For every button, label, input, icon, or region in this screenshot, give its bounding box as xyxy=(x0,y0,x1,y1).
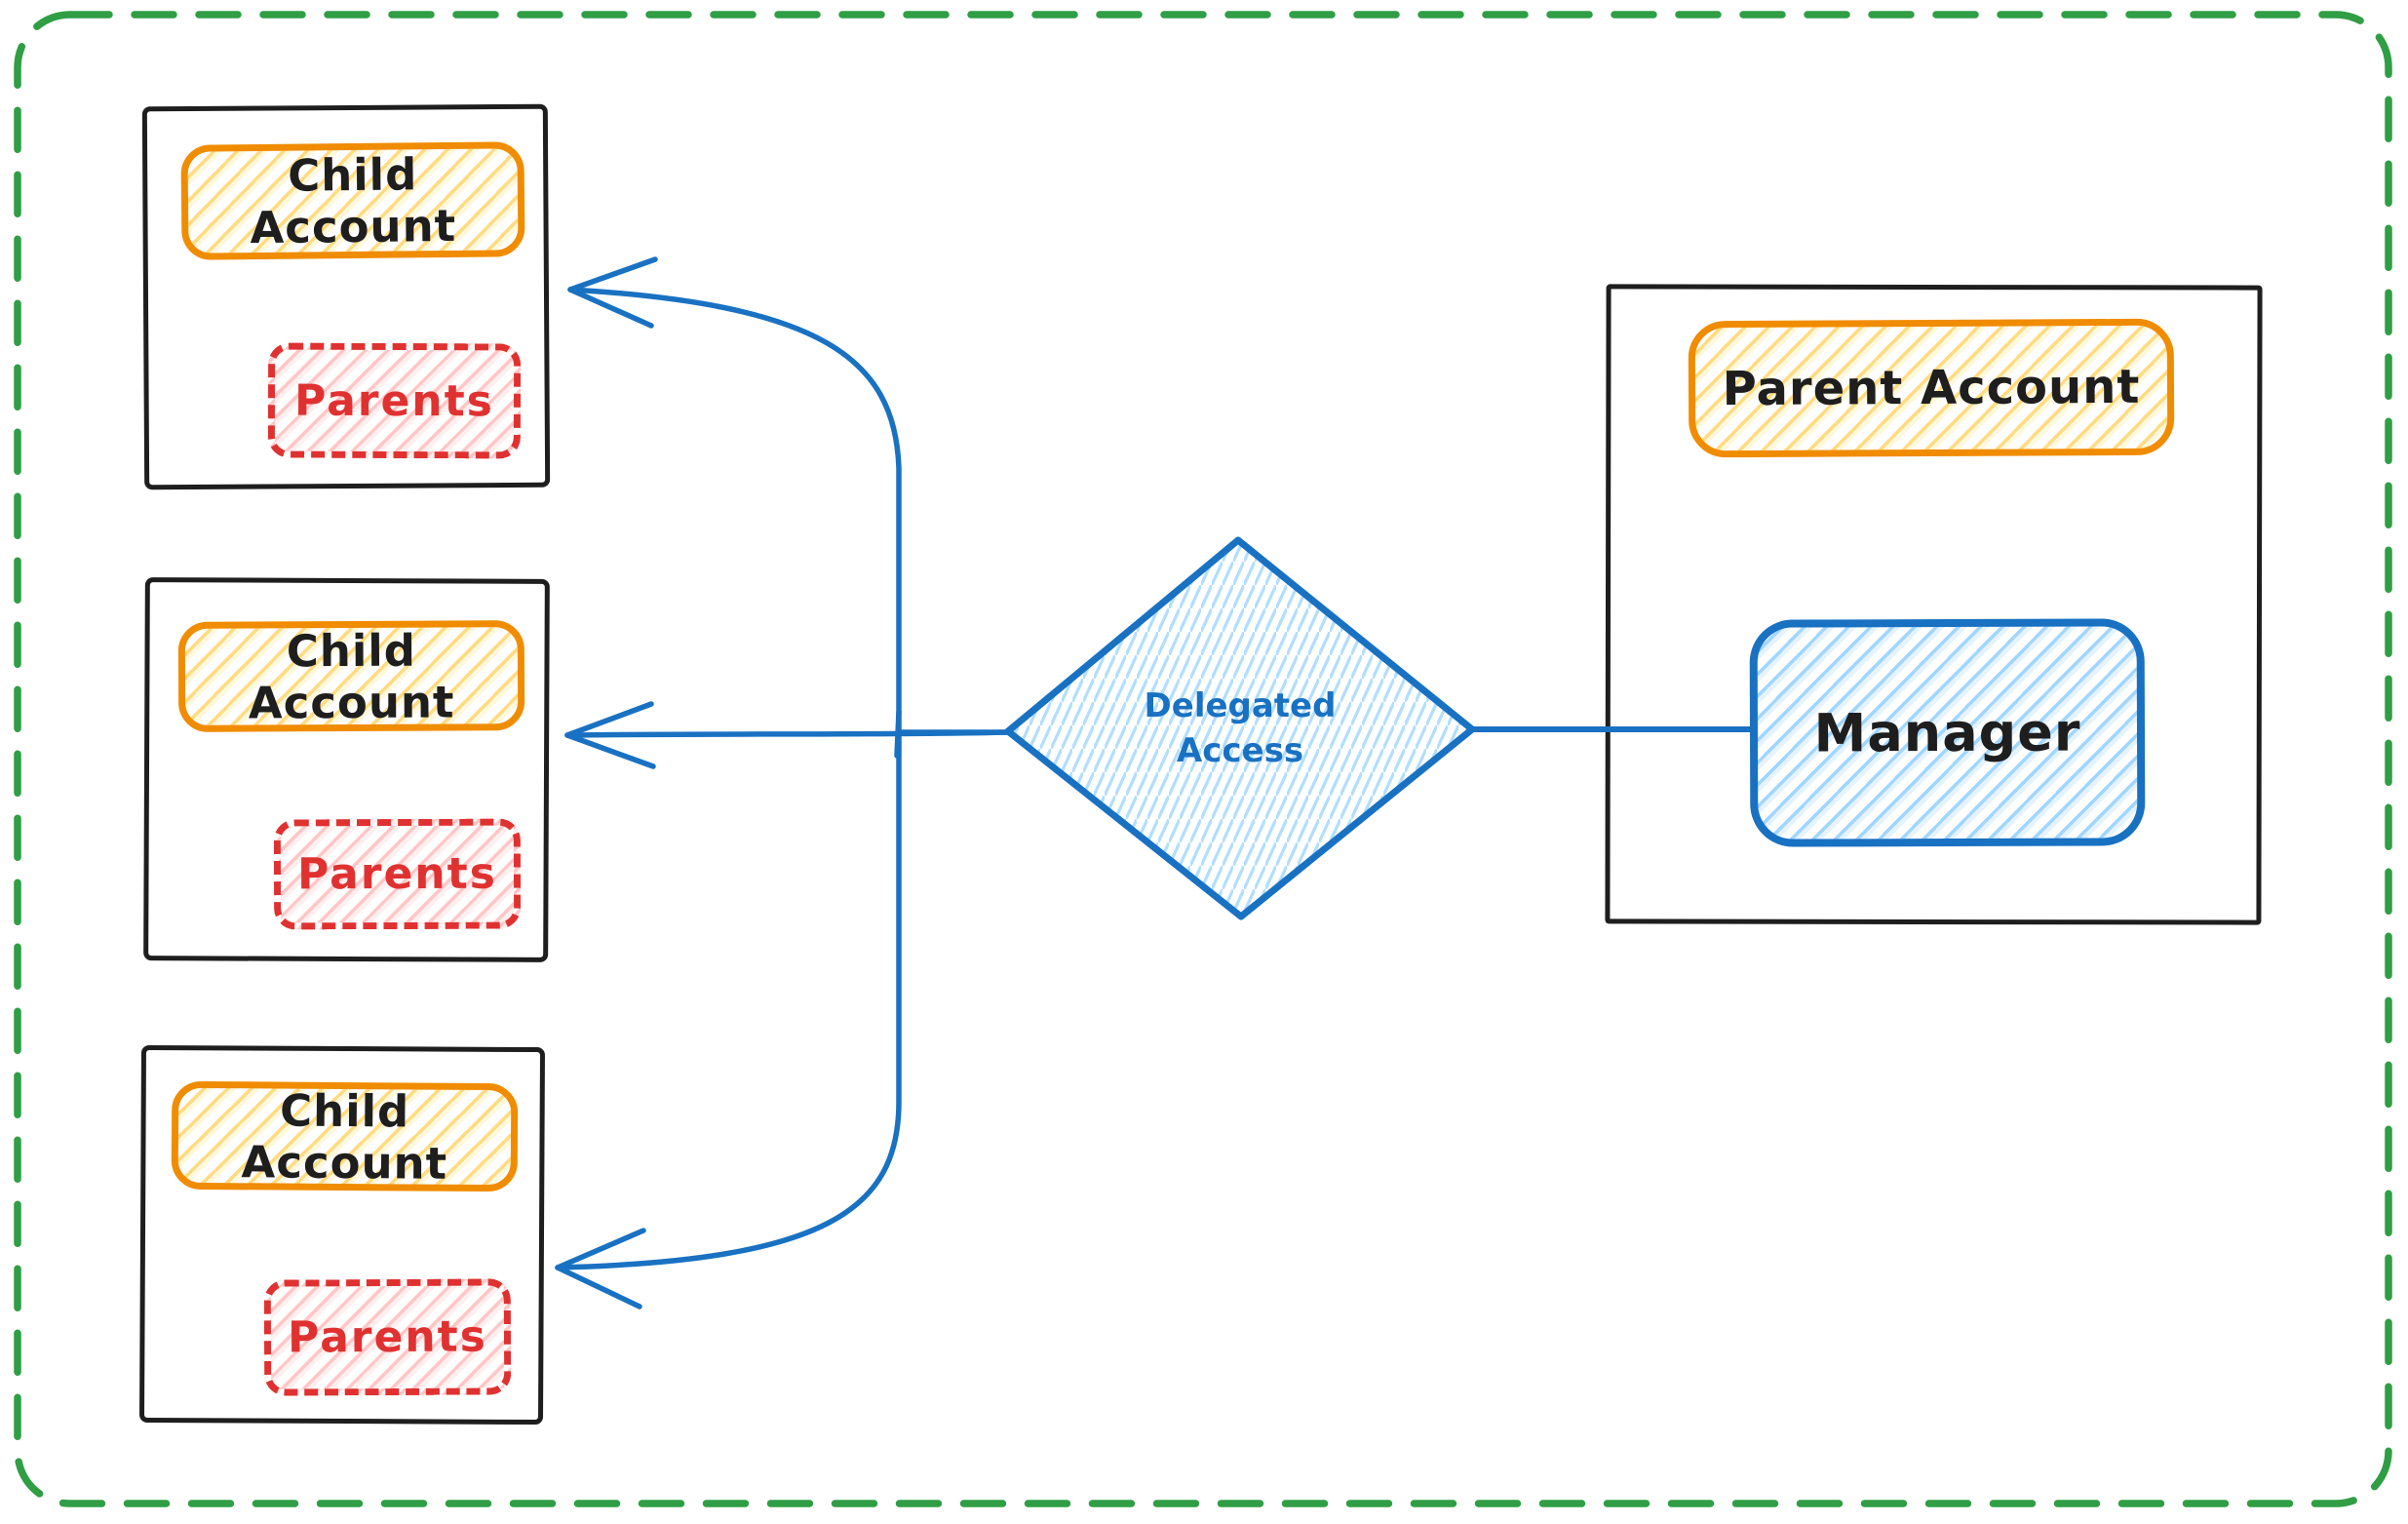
delegated-access-text: Delegated Access xyxy=(1144,686,1337,770)
child-account-text-3: Child Account xyxy=(241,1084,448,1190)
parent-account-label: Parent Account xyxy=(1688,318,2175,458)
parents-text-2: Parents xyxy=(296,848,498,900)
parents-box-2: Parents xyxy=(273,818,522,930)
child-account-label-3: Child Account xyxy=(171,1080,519,1192)
child-account-text-2: Child Account xyxy=(248,624,455,729)
child-account-label-2: Child Account xyxy=(177,620,525,732)
arrow-to-middle-child xyxy=(564,701,1011,769)
parent-account-text: Parent Account xyxy=(1722,359,2141,417)
delegated-access-label: Delegated Access xyxy=(1123,665,1357,794)
arrow-to-bottom-child xyxy=(555,709,902,1309)
manager-text: Manager xyxy=(1813,701,2081,764)
parents-box-3: Parents xyxy=(263,1278,512,1396)
manager-box: Manager xyxy=(1749,618,2146,847)
arrow-to-top-child xyxy=(567,256,1011,735)
child-account-label-1: Child Account xyxy=(180,141,525,260)
parents-text-3: Parents xyxy=(287,1311,488,1363)
parents-text-1: Parents xyxy=(293,375,495,426)
child-account-text-1: Child Account xyxy=(250,148,457,254)
parents-box-1: Parents xyxy=(267,342,522,459)
